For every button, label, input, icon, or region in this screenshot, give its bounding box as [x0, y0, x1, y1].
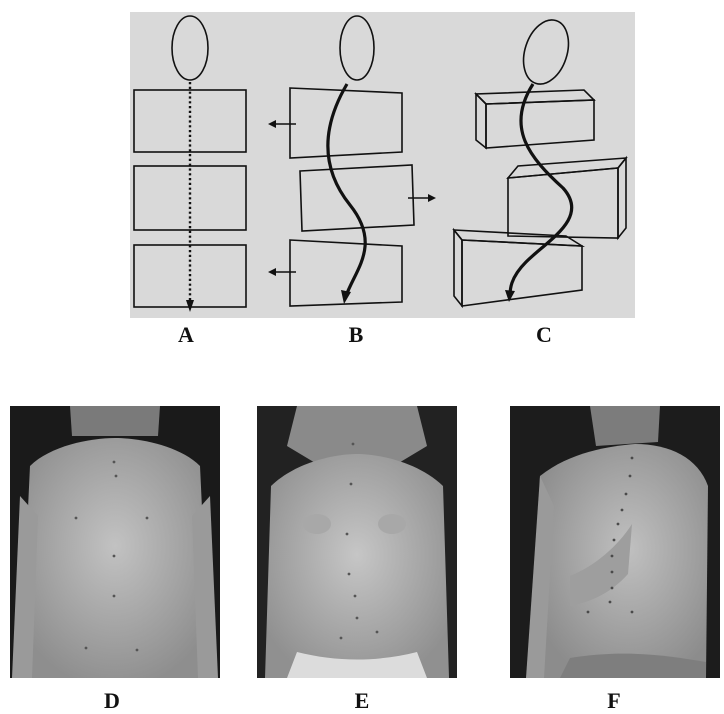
- label-f: F: [594, 688, 634, 714]
- photo-f: [510, 406, 720, 678]
- photo-f-illustration: [510, 406, 720, 678]
- label-b: B: [336, 322, 376, 348]
- label-e: E: [342, 688, 382, 714]
- label-a: A: [166, 322, 206, 348]
- spine-diagram: [0, 0, 724, 330]
- photo-e: [257, 406, 457, 678]
- label-c: C: [524, 322, 564, 348]
- photo-d-illustration: [10, 406, 220, 678]
- photo-e-illustration: [257, 406, 457, 678]
- photo-d: [10, 406, 220, 678]
- diagram-background: [130, 12, 635, 318]
- label-d: D: [92, 688, 132, 714]
